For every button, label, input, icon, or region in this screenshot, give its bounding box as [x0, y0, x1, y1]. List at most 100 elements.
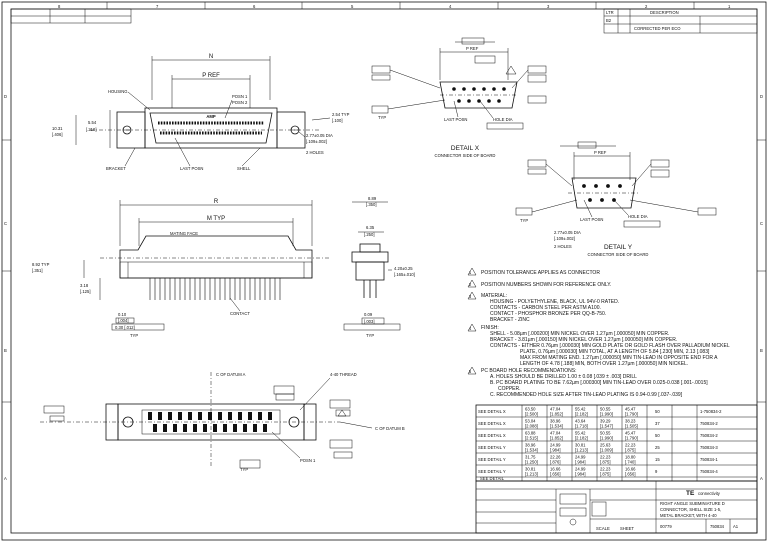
- table-cell-n_in: [2.088]: [525, 424, 538, 429]
- table-cell-r: 55.42: [575, 407, 586, 412]
- side-dim-bottom: 0.09: [364, 312, 373, 317]
- contact-label: CONTACT: [230, 311, 250, 316]
- posn2-label: POSN 2: [232, 100, 248, 105]
- table-cell-r_in: [.984]: [575, 460, 585, 465]
- dim-left-b-in: [.218]: [86, 127, 96, 132]
- zone-side-d: D: [4, 94, 7, 99]
- table-cell-p_in: [.984]: [550, 448, 560, 453]
- dim-c: 0.10: [118, 312, 127, 317]
- zone-side-b-right: B: [760, 348, 763, 353]
- detail-y-hole-dim-in: [.109±.002]: [554, 236, 575, 241]
- detail-y-subtitle: CONNECTOR SIDE OF BOARD: [588, 252, 649, 257]
- table-cell-detail: SEE DETAIL X: [478, 433, 506, 438]
- front-typ: TYP: [130, 333, 138, 338]
- table-cell-s: 16.66: [625, 467, 636, 472]
- table-cell-r_in: [2.182]: [575, 412, 588, 417]
- company-logo: TE: [686, 490, 695, 497]
- table-cell-detail: SEE DETAIL Y: [478, 445, 506, 450]
- zone-side-a: A: [4, 476, 7, 481]
- detail-y: P REF LAST POSN HOLE DIA 2.77±0.05 DIA […: [515, 141, 717, 257]
- table-cell-s_in: [1.505]: [625, 424, 638, 429]
- shell-label: SHELL: [237, 166, 251, 171]
- side-view: 8.89 [.350] 6.35 [.250] 4.20±0.25 [.165±…: [343, 196, 415, 338]
- last-posn-label: LAST POSN: [180, 166, 203, 171]
- dim-left-a: 10.31: [52, 126, 63, 131]
- side-dim-right-in: [.165±.010]: [394, 272, 415, 277]
- detail-y-last-posn: LAST POSN: [580, 217, 603, 222]
- table-cell-p: 22.26: [550, 455, 561, 460]
- detail-y-hole-label: HOLE DIA: [628, 214, 648, 219]
- zone-side-b: B: [4, 348, 7, 353]
- table-cell-n: 53.04: [525, 419, 536, 424]
- table-cell-n_in: [2.500]: [525, 412, 538, 417]
- table-cell-part: 750834-4: [700, 469, 718, 474]
- note-4e: MAX FROM MATING END. 1.27µm [.000050] MI…: [520, 355, 718, 361]
- dim-m-label: M TYP: [207, 216, 225, 222]
- table-cell-n: 38.96: [525, 443, 536, 448]
- table-cell-n_in: [1.534]: [525, 448, 538, 453]
- brand-mark: AMP: [206, 114, 216, 119]
- dim-n-label: N: [209, 54, 213, 60]
- table-cell-n_in: [1.213]: [525, 472, 538, 477]
- top-view: N P REF AMP HOUSING POSN 1 POSN 2 BRACKE…: [52, 54, 350, 171]
- detail-x-holes: [452, 87, 506, 103]
- bottom-pins: [148, 412, 272, 432]
- note-3d: BRACKET - ZINC: [490, 317, 530, 323]
- hole-count: 2 HOLES: [306, 150, 324, 155]
- note-4f: LENGTH OF 4.78 [.188] MIN, BOTH OVER 1.2…: [520, 361, 688, 367]
- dwg-number: 750834: [710, 524, 725, 529]
- table-cell-m: 39.29: [600, 419, 611, 424]
- table-cell-s: 22.23: [625, 443, 636, 448]
- table-cell-detail: SEE DETAIL X: [478, 421, 506, 426]
- table-cell-m: 22.23: [600, 455, 611, 460]
- table-cell-r: 55.42: [575, 431, 586, 436]
- table-cell-part: 750834-2: [700, 421, 718, 426]
- rev-code: B2: [606, 18, 612, 23]
- detail-y-holes: [582, 184, 622, 202]
- zone-side-c-right: C: [760, 221, 763, 226]
- table-cell-s_in: [.875]: [625, 448, 635, 453]
- datum-b-label: C OF DATUM B: [375, 426, 405, 431]
- table-footer: SEE DETAIL: [480, 476, 505, 481]
- table-cell-part: 1-750834-2: [700, 409, 722, 414]
- note-3: MATERIAL:: [481, 293, 507, 299]
- table-cell-detail: SEE DETAIL Y: [478, 469, 506, 474]
- sheet-size: A1: [733, 524, 739, 529]
- dim-right-in: [.100]: [332, 118, 342, 123]
- housing-body: [144, 107, 278, 149]
- table-cell-m: 22.23: [600, 467, 611, 472]
- rev-desc-header: DESCRIPTION: [650, 10, 679, 15]
- note-5: PC BOARD HOLE RECOMMENDATIONS:: [481, 368, 576, 374]
- table-cell-n: 63.88: [525, 431, 536, 436]
- table-cell-detail: SEE DETAIL X: [478, 409, 506, 414]
- hole-dim: 2.77±0.05 DIA: [306, 133, 333, 138]
- detail-x-topbox: [461, 37, 485, 45]
- table-cell-p_in: [.876]: [550, 460, 560, 465]
- detail-y-hole-count: 2 HOLES: [554, 244, 572, 249]
- table-cell-s: 45.47: [625, 407, 636, 412]
- detail-x: P REF LAST POSN HOLE DIA DETAIL X CONNEC…: [371, 37, 547, 158]
- note-5d: C. RECOMMENDED HOLE SIZE AFTER TIN-LEAD …: [490, 392, 683, 398]
- table-cell-s_in: [.656]: [625, 472, 635, 477]
- table-cell-p_in: [.656]: [550, 472, 560, 477]
- zone-top-6: 3: [547, 4, 550, 9]
- table-cell-posn: 15: [655, 457, 660, 462]
- table-cell-r_in: [.984]: [575, 472, 585, 477]
- table-cell-m: 25.63: [600, 443, 611, 448]
- dim-b-in: [.125]: [80, 289, 90, 294]
- note-4: FINISH:: [481, 325, 499, 331]
- table-cell-s_in: [1.790]: [625, 436, 638, 441]
- note-num-4: 4: [469, 326, 472, 331]
- note-4a: SHELL - 5.08µm [.000200] MIN NICKEL OVER…: [490, 331, 669, 337]
- note-1: POSITION TOLERANCE APPLIES AS CONNECTOR: [481, 270, 600, 276]
- table-cell-p_in: [1.852]: [550, 436, 563, 441]
- side-shell: [359, 243, 381, 253]
- sheet-label: SHEET: [620, 526, 634, 531]
- detail-x-hole-label: HOLE DIA: [493, 117, 513, 122]
- table-cell-s_in: [1.790]: [625, 412, 638, 417]
- table-cell-m_in: [1.009]: [600, 448, 613, 453]
- note-2: POSITION NUMBERS SHOWN FOR REFERENCE ONL…: [481, 282, 611, 288]
- note-num-3: 3: [469, 294, 472, 299]
- detail-x-note-flag: [505, 65, 517, 75]
